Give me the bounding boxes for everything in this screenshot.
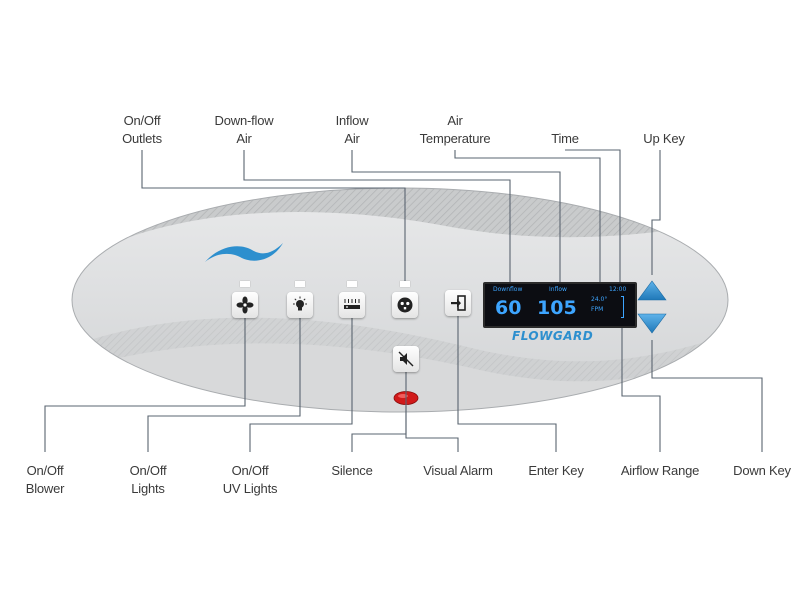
downflow-label: Downflow	[493, 286, 523, 293]
callout-silence: Silence	[331, 463, 373, 478]
callout-enter-key: Enter Key	[528, 463, 584, 478]
inflow-value: 105	[537, 297, 577, 319]
enter-button[interactable]	[445, 290, 471, 316]
down-arrow-icon[interactable]	[637, 313, 667, 334]
lights-button[interactable]	[287, 292, 313, 318]
outlets-button[interactable]	[392, 292, 418, 318]
mute-icon	[398, 351, 414, 367]
brand-logo: FLOWGARD	[512, 329, 594, 343]
callout-time: Time	[551, 131, 579, 146]
led-lights	[295, 281, 305, 287]
time-readout: 12:00	[609, 286, 627, 293]
up-arrow-icon[interactable]	[637, 280, 667, 301]
inflow-label: Inflow	[549, 286, 567, 293]
uv-lamp-icon	[344, 299, 360, 309]
light-bulb-icon	[293, 296, 307, 311]
led-outlets	[400, 281, 410, 287]
callout-up-key: Up Key	[643, 131, 685, 146]
unit-readout: FPM	[591, 306, 604, 313]
led-blower	[240, 281, 250, 287]
leader-lines	[44, 149, 763, 452]
silence-button[interactable]	[393, 346, 419, 372]
lcd-display: Downflow Inflow 12:00 60 105 24.0° FPM	[483, 282, 637, 328]
logo-wave	[205, 243, 283, 262]
led-uv-lights	[347, 281, 357, 287]
outlet-icon	[397, 297, 413, 313]
callout-airflow-range: Airflow Range	[620, 463, 700, 478]
callout-visual-alarm: Visual Alarm	[423, 463, 493, 478]
callout-down-key: Down Key	[733, 463, 791, 478]
blower-button[interactable]	[232, 292, 258, 318]
airflow-range-bar	[621, 296, 624, 318]
temperature-readout: 24.0°	[591, 296, 608, 303]
fan-icon	[236, 296, 254, 314]
enter-icon	[451, 295, 466, 311]
downflow-value: 60	[495, 297, 522, 319]
uv-lights-button[interactable]	[339, 292, 365, 318]
